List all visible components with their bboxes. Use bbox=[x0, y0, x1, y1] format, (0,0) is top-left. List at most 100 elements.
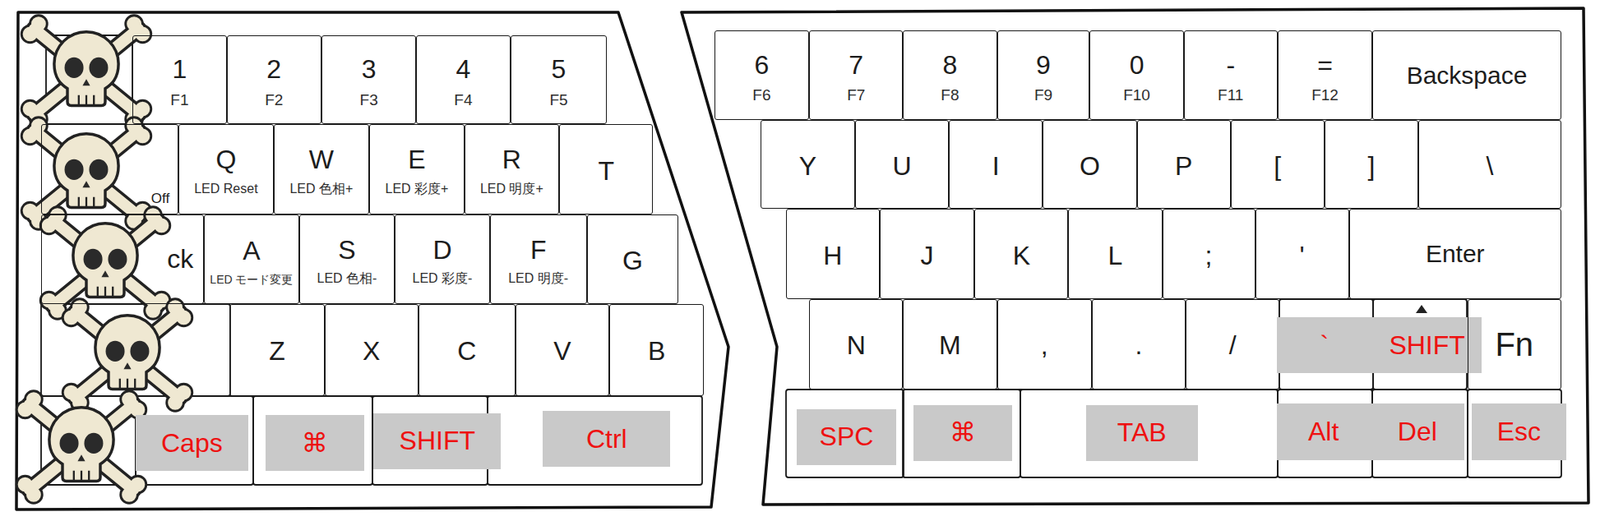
remap-label: SHIFT bbox=[1388, 330, 1465, 361]
key-legend: U bbox=[892, 151, 912, 182]
key-legend: K bbox=[1012, 240, 1031, 272]
keyboard-key: U bbox=[855, 120, 949, 209]
keyboard-key: 8F8 bbox=[902, 30, 997, 121]
key-remap-patch: Ctrl bbox=[542, 411, 671, 468]
keyboard-key: Fn bbox=[1467, 299, 1562, 390]
key-legend: F bbox=[530, 235, 547, 266]
key-legend: / bbox=[1229, 330, 1237, 361]
keyboard-key: 3F3 bbox=[321, 35, 417, 125]
keyboard-key: SLED 色相- bbox=[299, 214, 396, 305]
keyboard-left-half bbox=[16, 12, 729, 510]
key-remap-patch: Esc bbox=[1471, 403, 1567, 460]
keyboard-key: V bbox=[515, 304, 610, 397]
key-legend: 7 bbox=[848, 50, 864, 81]
key-legend: \ bbox=[1486, 151, 1494, 182]
key-sublegend: LED Reset bbox=[194, 181, 258, 197]
key-legend: - bbox=[1225, 50, 1235, 81]
key-sublegend: F8 bbox=[940, 86, 959, 105]
keyboard-key: ELED 彩度+ bbox=[369, 124, 464, 214]
keyboard-key: ' bbox=[1255, 208, 1350, 299]
key-sublegend: LED 色相- bbox=[317, 271, 378, 287]
keyboard-key: 4F4 bbox=[416, 35, 510, 125]
key-sublegend: F3 bbox=[360, 91, 379, 110]
key-legend: . bbox=[1135, 330, 1143, 361]
key-legend: 6 bbox=[754, 50, 770, 81]
keyboard-key: F LED 明度- bbox=[490, 214, 588, 305]
key-sublegend: F4 bbox=[453, 91, 472, 110]
remap-label: ⌘ bbox=[949, 417, 976, 449]
key-legend: O bbox=[1079, 151, 1101, 182]
key-legend: 3 bbox=[361, 54, 377, 85]
keyboard-key: Q LED Reset bbox=[178, 124, 273, 214]
keyboard-key: P bbox=[1137, 120, 1231, 209]
key-legend: L bbox=[1108, 240, 1124, 272]
keyboard-key: \ bbox=[1418, 120, 1562, 209]
key-legend: Y bbox=[799, 151, 817, 182]
key-remap-patch: SHIFT bbox=[373, 413, 501, 470]
key-sublegend: LED 明度- bbox=[508, 271, 569, 287]
key-legend: R bbox=[502, 144, 522, 176]
key-legend: 5 bbox=[551, 54, 567, 85]
key-legend: Backspace bbox=[1406, 61, 1528, 91]
key-sublegend: F5 bbox=[549, 91, 568, 110]
keyboard-key: [ bbox=[1230, 120, 1325, 209]
remap-label: TAB bbox=[1117, 417, 1167, 449]
keyboard-right-half bbox=[681, 8, 1589, 505]
keyboard-key: 7F7 bbox=[809, 30, 903, 121]
keyboard-key: 6F6 bbox=[714, 30, 810, 121]
keyboard-key: 2F2 bbox=[226, 35, 322, 125]
keyboard-key: . bbox=[1091, 299, 1186, 390]
key-legend: Z bbox=[268, 336, 286, 367]
key-legend: 9 bbox=[1035, 50, 1051, 81]
key-remap-patch: ⌘ bbox=[265, 415, 365, 472]
keyboard-key: N bbox=[809, 299, 903, 390]
keyboard-key: Enter bbox=[1349, 208, 1562, 299]
key-legend: W bbox=[309, 144, 334, 176]
keyboard-key: 5F5 bbox=[510, 35, 608, 125]
keyboard-key: ] bbox=[1324, 120, 1419, 209]
key-legend: I bbox=[992, 151, 1000, 182]
keyboard-key: / bbox=[1185, 299, 1280, 390]
keyboard-key: ; bbox=[1162, 208, 1256, 299]
key-legend: 8 bbox=[943, 50, 958, 81]
skull-icon bbox=[40, 207, 171, 320]
keyboard-key: Backspace bbox=[1372, 30, 1562, 121]
key-sublegend: F12 bbox=[1311, 86, 1339, 105]
blank-keys bbox=[41, 35, 1562, 486]
key-legend: C bbox=[457, 336, 477, 367]
keyboard-key: K bbox=[974, 208, 1069, 299]
remap-label: Del bbox=[1397, 416, 1438, 448]
remap-label: SHIFT bbox=[399, 425, 476, 457]
keyboard-key: M bbox=[902, 299, 997, 390]
key-legend: Q bbox=[215, 144, 236, 176]
key-legend: = bbox=[1317, 50, 1333, 81]
remap-label: ⌘ bbox=[301, 428, 329, 459]
keyboard-key: B bbox=[609, 304, 704, 397]
skull-icon bbox=[16, 391, 147, 505]
key-legend: , bbox=[1040, 330, 1049, 361]
key-legend: Off bbox=[151, 190, 170, 208]
key-legend: Enter bbox=[1425, 240, 1485, 269]
key-legend: X bbox=[362, 336, 380, 367]
key-legend: Fn bbox=[1494, 325, 1534, 364]
keyboard-key: 1F1 bbox=[132, 35, 227, 125]
key-legend: P bbox=[1174, 151, 1193, 182]
key-remap-patch: SHIFT bbox=[1372, 317, 1482, 374]
remap-label: ` bbox=[1320, 330, 1330, 361]
key-legend: J bbox=[920, 240, 935, 272]
keyboard-key: L bbox=[1068, 208, 1162, 299]
key-sublegend: F1 bbox=[170, 91, 189, 110]
key-sublegend: F10 bbox=[1123, 86, 1151, 105]
key-legend: D bbox=[432, 235, 452, 266]
key-legend: B bbox=[647, 336, 666, 367]
keyboard-key: ck bbox=[41, 214, 205, 305]
key-remap-patch: ` bbox=[1276, 317, 1374, 374]
remap-label: Alt bbox=[1308, 416, 1339, 448]
keyboard-key: I bbox=[948, 120, 1043, 209]
key-legend: H bbox=[823, 240, 842, 272]
skull-icon bbox=[21, 15, 152, 129]
keyboard-key: O bbox=[1042, 120, 1137, 209]
remap-label: Ctrl bbox=[586, 424, 628, 455]
key-sublegend: LED 彩度+ bbox=[385, 181, 449, 197]
